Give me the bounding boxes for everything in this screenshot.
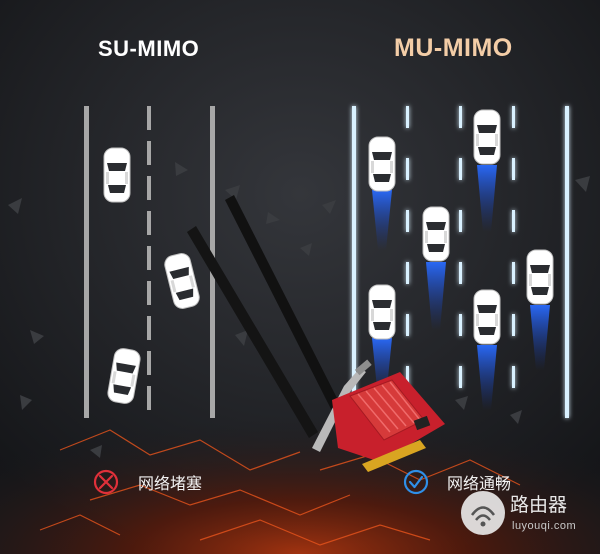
- mu-status-text: 网络通畅: [447, 474, 512, 493]
- watermark-cn: 路由器: [510, 494, 568, 516]
- mu-mimo-title: MU-MIMO: [394, 34, 513, 62]
- mu-car: [473, 109, 501, 165]
- check-circle-icon: [403, 469, 429, 495]
- mu-car: [368, 284, 396, 340]
- watermark-en: luyouqi.com: [512, 520, 577, 532]
- mu-car: [473, 289, 501, 345]
- router-logo-icon: [461, 491, 505, 535]
- mu-car: [422, 206, 450, 262]
- debris: [8, 162, 590, 458]
- su-car: [103, 147, 131, 203]
- mu-lanes: [352, 106, 569, 418]
- wifi-card: [187, 195, 445, 472]
- su-mimo-title: SU-MIMO: [98, 36, 200, 61]
- su-status-text: 网络堵塞: [138, 474, 203, 493]
- speed-trails: [372, 165, 550, 410]
- mu-car: [368, 136, 396, 192]
- heatsink-fins: [357, 381, 421, 433]
- mu-car: [526, 249, 554, 305]
- pcie-connector: [362, 440, 426, 472]
- lava-ground: [0, 360, 600, 554]
- chip: [413, 415, 431, 431]
- lava-cracks: [39, 429, 521, 546]
- cross-circle-icon: [93, 469, 119, 495]
